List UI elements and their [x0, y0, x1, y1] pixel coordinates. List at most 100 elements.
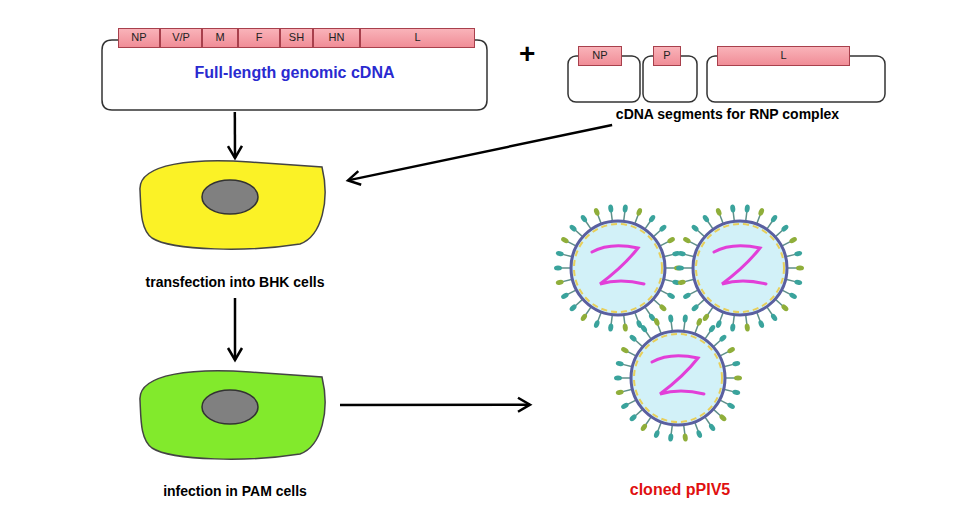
node-label: cDNA segments for RNP complex — [565, 106, 890, 123]
spike-head — [780, 224, 789, 233]
cell-body — [140, 161, 325, 249]
spike-head — [730, 204, 736, 213]
arrow-connector — [340, 403, 530, 406]
gene-box: NP — [578, 46, 622, 66]
arrow-connector — [348, 125, 612, 180]
spike-head — [732, 360, 741, 367]
spike-head — [715, 319, 723, 328]
gene-label: V/P — [161, 29, 201, 47]
spike-head — [794, 250, 803, 257]
spike-head — [614, 376, 622, 381]
spike-head — [608, 204, 614, 213]
spike-head — [794, 279, 803, 286]
plasmid-box: Full-length genomic cDNANPV/PMFSHHNL — [102, 28, 487, 112]
spike-head — [696, 317, 704, 326]
spike-head — [682, 236, 691, 244]
spike-head — [653, 429, 661, 438]
spike-head — [620, 402, 629, 410]
gene-label: P — [654, 47, 680, 65]
gene-box: F — [238, 28, 280, 48]
spike-head — [726, 346, 735, 354]
virion-node: cloned pPIV5 — [530, 210, 830, 505]
spike-head — [788, 236, 797, 244]
envelope — [571, 221, 665, 315]
spike-head — [682, 292, 691, 300]
matrix-layer — [696, 224, 784, 312]
node-label: Full-length genomic cDNA — [102, 63, 487, 82]
spike-head — [702, 214, 711, 223]
spike-head — [560, 236, 569, 244]
spike-head — [770, 214, 779, 223]
gene-box: NP — [118, 28, 160, 48]
nucleus — [202, 390, 258, 424]
gene-label: F — [239, 29, 279, 47]
rna-genome — [652, 356, 704, 394]
spike-head — [580, 313, 589, 322]
plasmid-group: cDNA segments for RNP complex NP P L — [565, 40, 890, 125]
spike-head — [622, 323, 628, 332]
spike-head — [758, 319, 766, 328]
spike-head — [734, 376, 742, 381]
spike-head — [640, 423, 649, 432]
spike-head — [622, 204, 628, 213]
spike-head — [744, 323, 750, 332]
spike-head — [668, 433, 674, 442]
spike-head — [620, 346, 629, 354]
spike-head — [580, 214, 589, 223]
bhk-cell — [140, 161, 325, 249]
rna-genome — [714, 246, 766, 284]
spike-head — [628, 334, 637, 343]
envelope — [693, 221, 787, 315]
spike-head — [568, 303, 577, 312]
gene-box: HN — [313, 28, 360, 48]
spike-head — [718, 334, 727, 343]
gene-label: L — [361, 29, 474, 47]
spike-head — [677, 250, 686, 257]
spike-head — [658, 224, 667, 233]
arrow-connector — [234, 112, 237, 158]
virion — [614, 314, 742, 442]
spike-head — [593, 319, 601, 328]
spike-head — [696, 429, 704, 438]
spike-head — [636, 207, 644, 216]
plus-sign: + — [519, 38, 535, 70]
spike-head — [666, 236, 675, 244]
spike-head — [788, 292, 797, 300]
spike-head — [726, 402, 735, 410]
spike-head — [658, 303, 667, 312]
spike-head — [690, 303, 699, 312]
spike-head — [682, 433, 688, 442]
cell-body — [140, 371, 325, 459]
virion-group — [554, 204, 804, 442]
gene-label: HN — [314, 29, 359, 47]
spike-head — [608, 323, 614, 332]
envelope — [631, 331, 725, 425]
virion — [676, 204, 804, 332]
gene-label: SH — [281, 29, 312, 47]
arrow-connector — [234, 298, 237, 360]
gene-box: V/P — [160, 28, 202, 48]
spike-head — [708, 423, 717, 432]
matrix-layer — [634, 334, 722, 422]
spike-head — [555, 250, 564, 257]
cell-node: infection in PAM cells — [130, 360, 340, 505]
virion — [554, 204, 682, 332]
rna-genome — [592, 246, 644, 284]
spike-head — [555, 279, 564, 286]
spike-head — [758, 207, 766, 216]
spike-head — [770, 313, 779, 322]
spike-head — [568, 224, 577, 233]
spike-head — [702, 313, 711, 322]
node-label: transfection into BHK cells — [122, 274, 348, 291]
cell-node: transfection into BHK cells — [122, 158, 348, 298]
spike-head — [615, 360, 624, 367]
spike-head — [677, 279, 686, 286]
gene-label: L — [718, 47, 849, 65]
nucleus — [202, 180, 258, 214]
plasmid-outline — [102, 40, 487, 110]
spike-head — [744, 204, 750, 213]
spike-head — [653, 317, 661, 326]
